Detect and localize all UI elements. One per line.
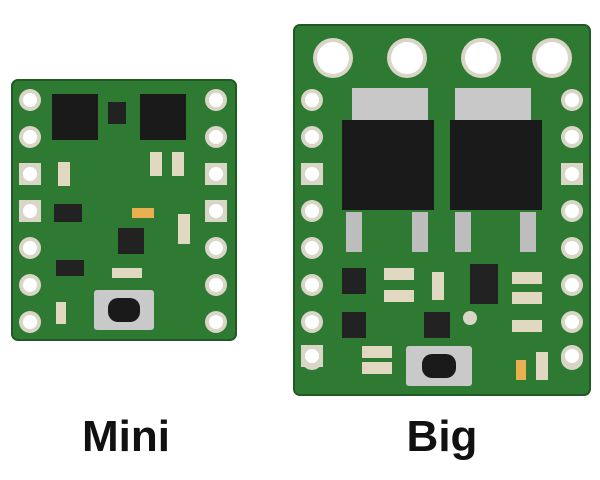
hole (305, 349, 319, 363)
hole (565, 130, 579, 144)
hole (23, 93, 37, 107)
hole (23, 241, 37, 255)
hole (23, 315, 37, 329)
big-board (293, 24, 591, 396)
hole (536, 42, 568, 74)
hole (565, 167, 579, 181)
hole (23, 278, 37, 292)
hole (305, 278, 319, 292)
hole (209, 167, 223, 181)
hole (209, 241, 223, 255)
hole (23, 130, 37, 144)
hole (209, 315, 223, 329)
hole (565, 241, 579, 255)
hole (209, 130, 223, 144)
hole (209, 93, 223, 107)
big-heatsink-1 (352, 88, 428, 120)
mini-board (11, 79, 237, 341)
hole (305, 315, 319, 329)
hole (565, 349, 579, 363)
hole (465, 42, 497, 74)
hole (305, 204, 319, 218)
hole (305, 130, 319, 144)
hole (391, 42, 423, 74)
mini-chip-2 (140, 94, 186, 140)
hole (305, 241, 319, 255)
hole (305, 93, 319, 107)
hole (565, 204, 579, 218)
mounting-holes (19, 38, 583, 370)
big-chip-2 (450, 120, 542, 210)
hole (565, 93, 579, 107)
hole (565, 278, 579, 292)
hole (209, 204, 223, 218)
hole (565, 315, 579, 329)
mini-transistor (108, 102, 126, 124)
big-label: Big (406, 412, 478, 461)
hole (305, 167, 319, 181)
hole (209, 278, 223, 292)
mini-label: Mini (82, 412, 170, 461)
hole (23, 167, 37, 181)
big-heatsink-2 (455, 88, 531, 120)
hole (317, 42, 349, 74)
big-chip-1 (342, 120, 434, 210)
mini-chip-1 (52, 94, 98, 140)
hole (23, 204, 37, 218)
